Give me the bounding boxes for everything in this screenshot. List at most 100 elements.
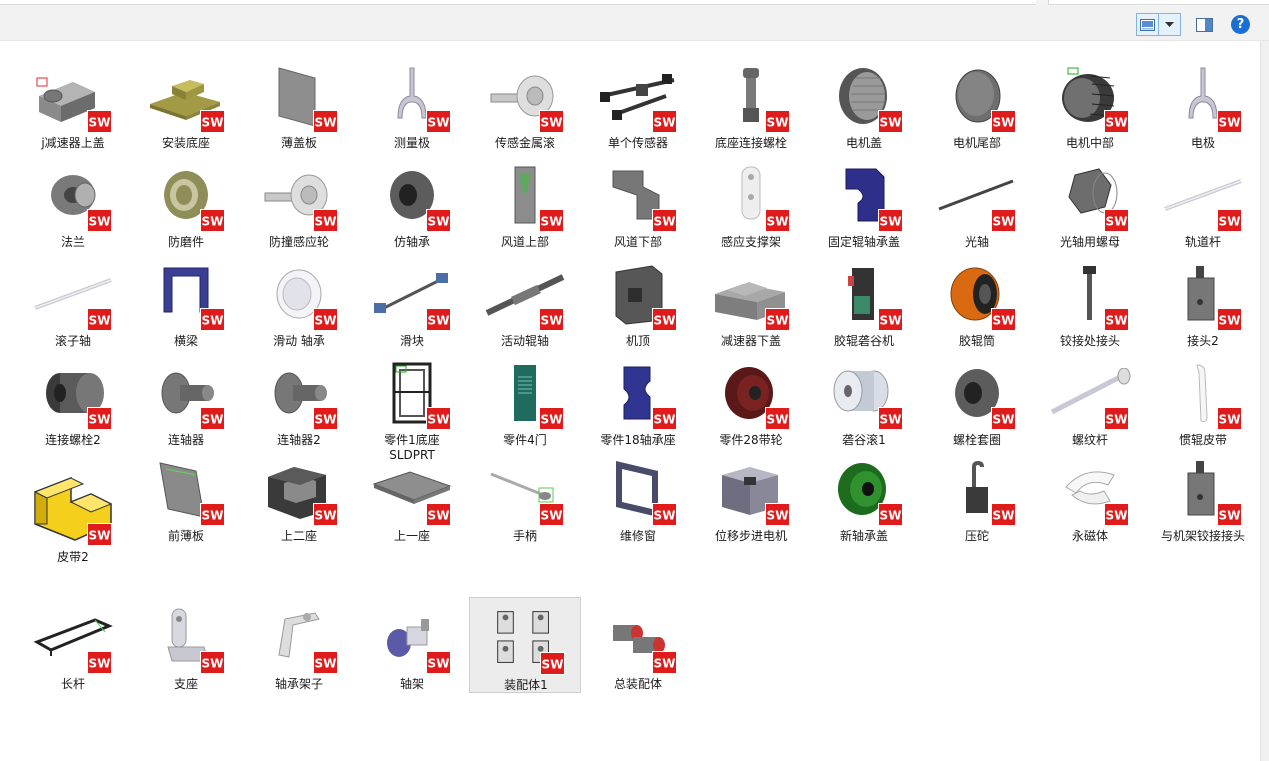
sw-badge-text: SW <box>541 116 563 130</box>
solidworks-badge-icon: SW <box>426 651 451 674</box>
sw-badge-text: SW <box>428 657 450 671</box>
help-button[interactable]: ? <box>1231 15 1250 34</box>
sw-badge-text: SW <box>428 314 450 328</box>
address-bar[interactable] <box>0 0 1036 5</box>
solidworks-badge-icon: SW <box>426 110 451 133</box>
solidworks-badge-icon: SW <box>1104 407 1129 430</box>
large-icons-view-icon[interactable] <box>1137 14 1158 35</box>
file-label: 感应支撑架 <box>720 235 781 249</box>
solidworks-badge-icon: SW <box>539 110 564 133</box>
search-box[interactable] <box>1048 0 1269 5</box>
file-label: 轴架 <box>399 677 424 691</box>
change-view-button[interactable] <box>1136 13 1181 36</box>
file-label: 胶辊筒 <box>958 334 995 348</box>
vertical-scrollbar[interactable] <box>1260 41 1269 761</box>
sw-badge-text: SW <box>1219 215 1241 229</box>
fork-thumbnail-icon <box>370 64 454 128</box>
chevron-down-icon[interactable] <box>1159 14 1180 35</box>
file-label: 轨道杆 <box>1184 235 1221 249</box>
file-item[interactable]: SW 轴架 <box>356 597 468 693</box>
solidworks-badge-icon: SW <box>765 308 790 331</box>
file-item[interactable]: SW 轨道杆 <box>1147 155 1259 251</box>
sw-badge-text: SW <box>654 116 676 130</box>
round-cap-thumbnail-icon <box>935 64 1019 128</box>
sw-badge-text: SW <box>315 314 337 328</box>
cylinder-thumbnail-icon <box>31 361 115 425</box>
sw-badge-text: SW <box>202 215 224 229</box>
sw-badge-text: SW <box>541 509 563 523</box>
file-label: j减速器上盖 <box>41 136 105 150</box>
solidworks-badge-icon: SW <box>426 209 451 232</box>
blue-frame-thumbnail-icon <box>144 262 228 326</box>
solidworks-badge-icon: SW <box>539 503 564 526</box>
sw-badge-text: SW <box>654 509 676 523</box>
solidworks-badge-icon: SW <box>878 308 903 331</box>
solidworks-badge-icon: SW <box>878 209 903 232</box>
preview-pane-icon[interactable] <box>1194 16 1214 34</box>
file-label: 电极 <box>1190 136 1215 150</box>
sw-badge-text: SW <box>767 413 789 427</box>
joint2-thumbnail-icon <box>1161 262 1245 326</box>
